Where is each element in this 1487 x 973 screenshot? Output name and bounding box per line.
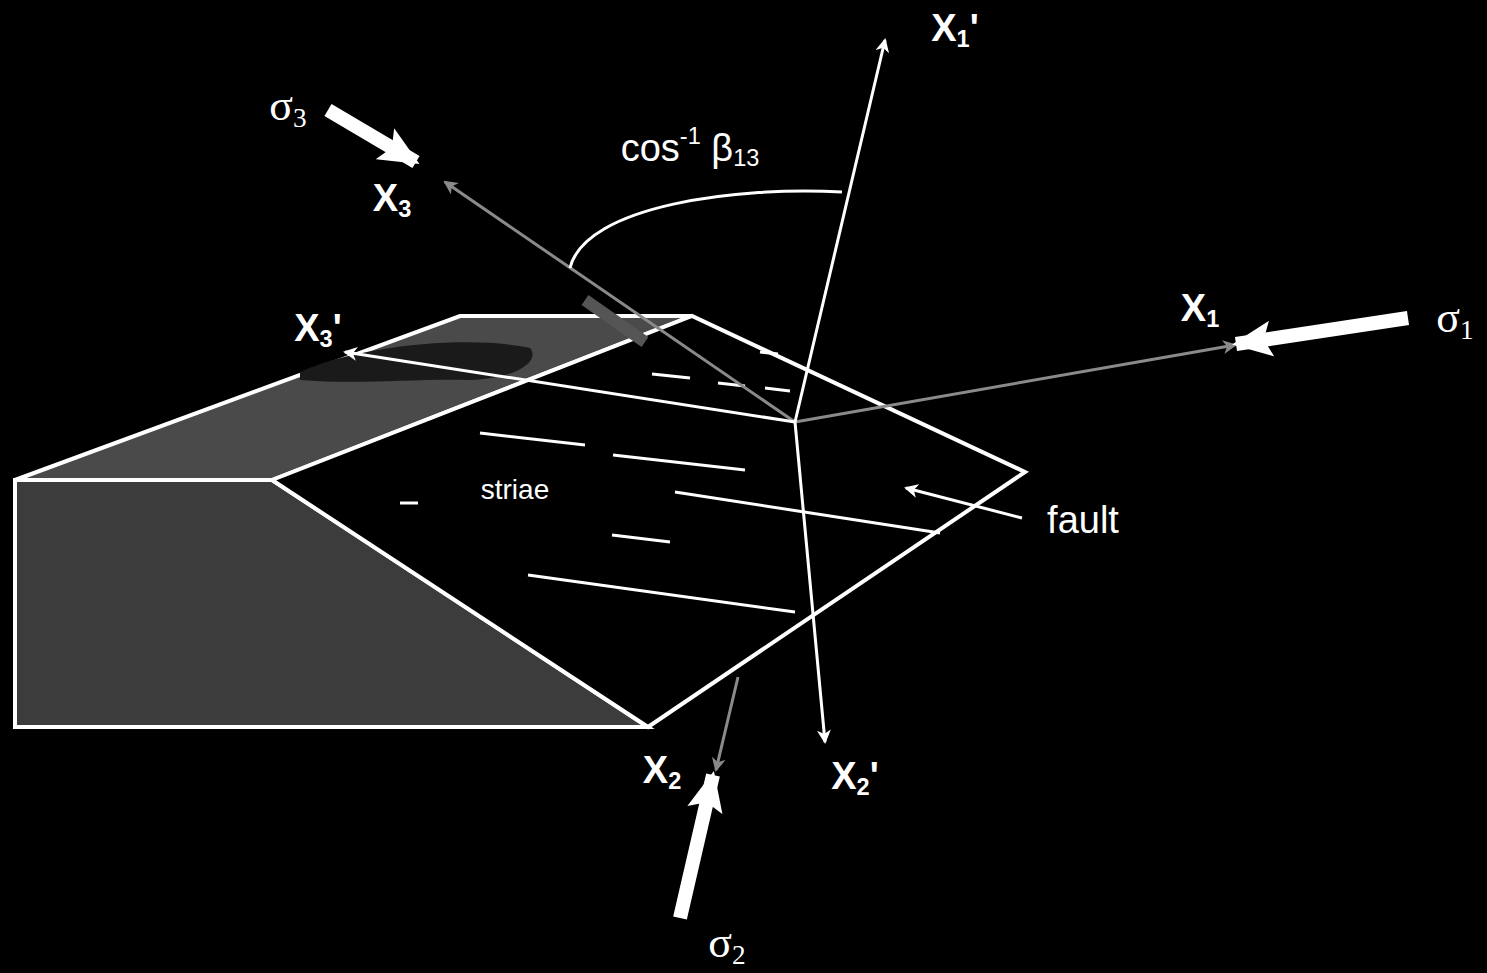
axis-label: X3 bbox=[373, 179, 411, 221]
x2-prime-axis bbox=[795, 422, 825, 742]
fault-leader bbox=[906, 488, 1022, 518]
callout-label: fault bbox=[1047, 501, 1119, 539]
angle-arc bbox=[570, 191, 842, 268]
stress-label: σ2 bbox=[708, 921, 745, 969]
striae-label: striae bbox=[481, 476, 549, 504]
sigma1-arrow bbox=[1236, 318, 1408, 344]
x3-band bbox=[585, 300, 645, 342]
x2-axis bbox=[716, 677, 738, 770]
fault-plane bbox=[272, 316, 1025, 727]
axis-label: X2 bbox=[643, 751, 681, 793]
stress-label: σ3 bbox=[269, 84, 306, 132]
x1-axis bbox=[795, 345, 1235, 422]
x3-axis bbox=[445, 182, 795, 422]
axis-label: X2' bbox=[831, 757, 879, 799]
stress-label: σ1 bbox=[1436, 296, 1473, 344]
axis-label: X1' bbox=[931, 9, 979, 51]
axis-label: X3' bbox=[294, 309, 342, 351]
angle-label: cos-1 β13 bbox=[621, 125, 760, 171]
x1-prime-axis bbox=[795, 40, 885, 422]
striae-lines bbox=[400, 352, 940, 612]
sigma3-arrow bbox=[328, 110, 416, 162]
sigma2-arrow bbox=[680, 775, 713, 918]
axis-label: X1 bbox=[1181, 289, 1219, 331]
x3-prime-axis bbox=[345, 352, 795, 422]
